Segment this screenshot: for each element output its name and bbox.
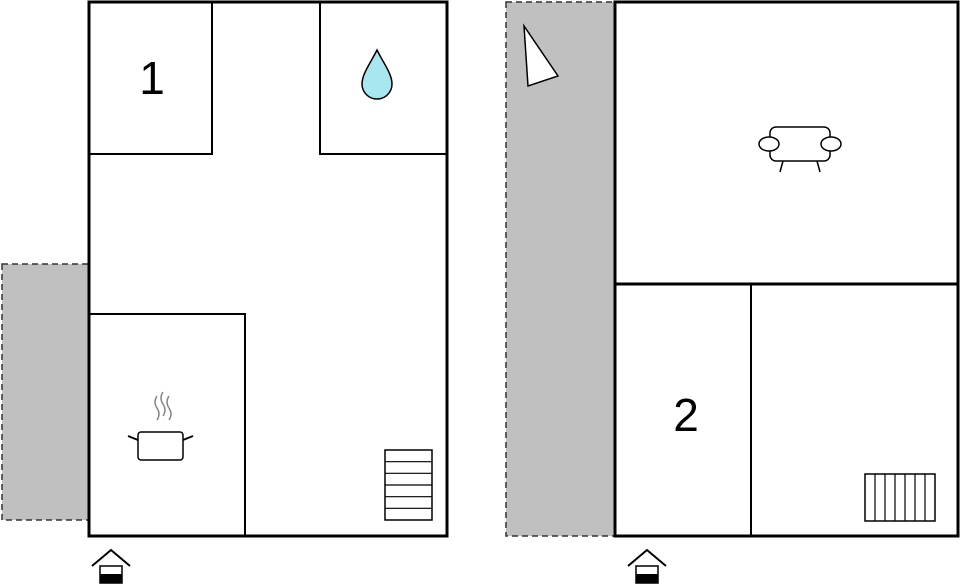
stairs-icon bbox=[384, 449, 433, 521]
kitchen bbox=[89, 313, 246, 536]
room-number-2: 2 bbox=[673, 389, 699, 441]
ground-floor-plan: 1 bbox=[1, 0, 449, 584]
entrance-house-icon bbox=[627, 548, 667, 584]
upper-floor-plan: 2 bbox=[505, 0, 960, 584]
room-number-1: 1 bbox=[139, 52, 165, 104]
bedroom-2: 2 bbox=[673, 284, 752, 536]
stairs-icon bbox=[864, 473, 936, 522]
water-drop-icon bbox=[361, 48, 393, 100]
upper-floor-outline bbox=[613, 0, 960, 538]
living-room bbox=[615, 126, 958, 286]
bedroom-1: 1 bbox=[89, 2, 213, 155]
bathroom bbox=[319, 2, 447, 155]
terrace-left bbox=[1, 263, 90, 521]
sofa-icon bbox=[758, 126, 842, 173]
entrance-house-icon bbox=[91, 548, 131, 584]
terrace-right bbox=[505, 1, 616, 537]
ground-floor-outline bbox=[87, 0, 449, 538]
north-arrow-icon bbox=[523, 23, 560, 88]
cooking-pot-icon bbox=[127, 391, 194, 461]
